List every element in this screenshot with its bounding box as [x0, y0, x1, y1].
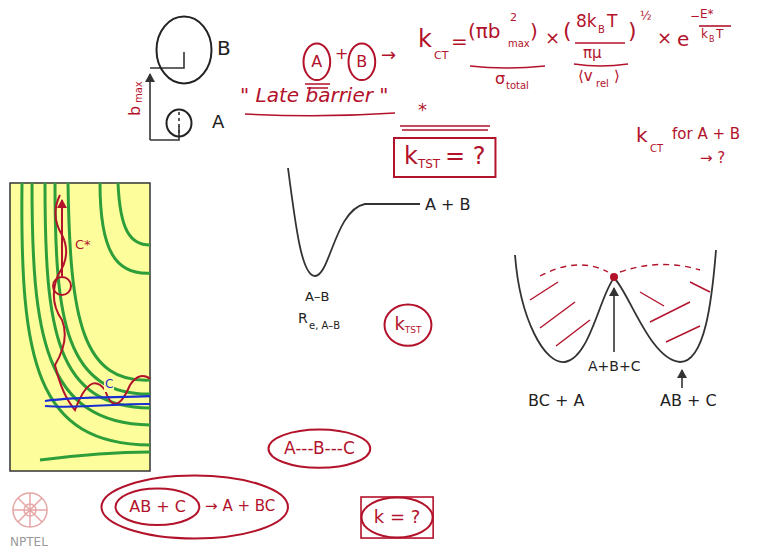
handwritten-label: e	[677, 28, 689, 51]
handwritten-label: ×	[545, 28, 560, 49]
handwritten-label: T	[607, 12, 617, 32]
question-box: kTST = ?	[393, 137, 496, 178]
potential-contour-plot	[10, 183, 152, 471]
circled-note: A	[165, 108, 226, 138]
node-text: B	[356, 53, 367, 71]
node-text: AB + C	[129, 498, 186, 516]
node-label: AB + C	[129, 497, 186, 516]
handwritten-label: AB + C	[660, 392, 717, 410]
double-well-potential	[515, 250, 716, 388]
handwritten-label: ⟨v	[578, 68, 593, 85]
handwritten-label: b	[126, 106, 144, 116]
handwritten-label: max	[508, 38, 530, 50]
handwritten-label: k	[636, 124, 648, 147]
handwritten-label: rel	[596, 78, 609, 90]
nptel-logo	[13, 493, 47, 527]
handwritten-label: →	[381, 45, 396, 66]
handwritten-label: k	[701, 28, 708, 42]
node-label: B	[217, 36, 231, 60]
handwritten-label: B	[709, 35, 715, 44]
node-label: k	[404, 142, 418, 170]
handwritten-label: A–B	[305, 290, 329, 305]
node-text: A	[212, 112, 224, 133]
circled-note: A	[302, 42, 332, 82]
handwritten-label: e, A–B	[309, 320, 340, 332]
handwritten-label: NPTEL	[10, 536, 48, 550]
node-text: kTST	[394, 314, 421, 335]
node-text: → A + BC	[205, 498, 275, 515]
node-label: TST	[418, 157, 440, 171]
node-label: k	[394, 313, 404, 334]
node-label: k = ?	[374, 506, 421, 527]
handwritten-label: C*	[74, 238, 92, 253]
node-label: A	[311, 52, 322, 71]
handwritten-label: B	[598, 24, 605, 36]
handwritten-label: CT	[434, 50, 448, 63]
node-label: = ?	[445, 142, 485, 170]
handwritten-label: T	[716, 28, 723, 42]
handwritten-label: → ?	[700, 150, 725, 167]
handwritten-label: πμ	[583, 45, 602, 62]
handwritten-label: ½	[640, 10, 652, 24]
handwritten-label: (	[563, 18, 572, 43]
node-text: A	[311, 53, 322, 71]
handwritten-label: CT	[650, 143, 663, 155]
handwritten-label: E*	[700, 8, 714, 22]
handwritten-label: C	[104, 378, 114, 392]
handwritten-label: BC + A	[528, 392, 584, 410]
handwritten-label: 2	[510, 12, 517, 25]
node-label: → A + BC	[205, 497, 275, 515]
node-label: TST	[405, 326, 422, 336]
handwritten-label: +	[335, 45, 348, 63]
handwritten-label: )	[628, 18, 637, 43]
node-text: B	[217, 37, 231, 60]
handwritten-label: A + B	[425, 196, 471, 214]
circled-note: B	[347, 42, 377, 82]
handwritten-label: k	[418, 26, 432, 54]
circled-note: kTST	[383, 303, 433, 347]
node-outline	[383, 303, 433, 347]
potential-curve	[288, 168, 420, 276]
node-text: kTST = ?	[404, 143, 485, 172]
circled-note: A---B---C	[267, 428, 372, 469]
handwritten-label: −	[690, 10, 700, 24]
node-text: A---B---C	[284, 439, 355, 459]
handwritten-label: 8k	[576, 12, 597, 32]
handwritten-label: total	[506, 80, 529, 92]
handwritten-label: " Late barrier "	[240, 84, 389, 107]
handwritten-label: R	[298, 310, 308, 326]
circled-note: B	[155, 15, 233, 85]
handwritten-label: max	[133, 81, 145, 103]
handwritten-label: ⟩	[614, 68, 620, 85]
circled-note: AB + C	[114, 487, 201, 527]
handwritten-label: ×	[657, 28, 672, 49]
handwritten-label: =	[451, 30, 468, 53]
node-label: B	[356, 52, 367, 71]
handwritten-label: A+B+C	[588, 358, 640, 374]
handwritten-label: )	[530, 20, 538, 43]
node-text: k = ?	[374, 507, 421, 528]
circled-note: → A + BC AB + C	[100, 474, 289, 540]
node-label: A	[212, 111, 224, 132]
handwritten-label: *	[418, 100, 427, 121]
handwritten-label: σ	[495, 70, 505, 88]
circled-note: k = ?	[360, 496, 434, 539]
handwritten-label: (πb	[468, 20, 501, 43]
node-label: A---B---C	[284, 438, 355, 458]
handwritten-label: for A + B	[672, 126, 740, 143]
